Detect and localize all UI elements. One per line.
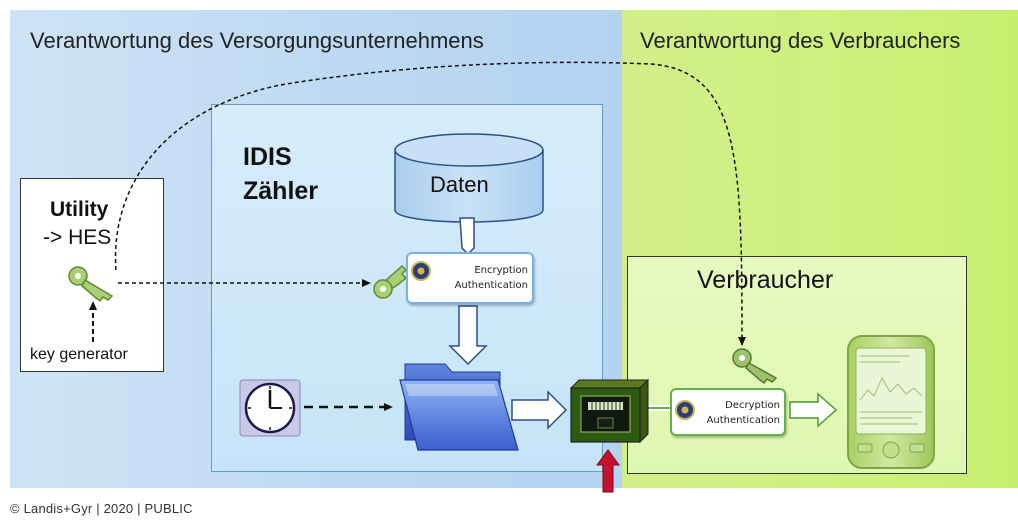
- clock-icon: [239, 379, 301, 437]
- decryption-to-phone-arrow: [789, 392, 838, 428]
- utility-responsibility-title: Verantwortung des Versorgungsunternehmen…: [30, 28, 484, 53]
- database-icon: [394, 133, 544, 223]
- key-generator-label: key generator: [30, 346, 128, 363]
- copyright-footer: © Landis+Gyr | 2020 | PUBLIC: [10, 501, 193, 516]
- consumer-title: Verbraucher: [697, 266, 834, 294]
- data-flow-arrow-1: [459, 217, 475, 256]
- folder-icon: [399, 363, 519, 451]
- consumer-responsibility-title: Verantwortung des Verbrauchers: [640, 28, 961, 53]
- encryption-card-text: Encryption Authentication: [454, 265, 528, 291]
- idis-meter-title: IDIS Zähler: [243, 143, 319, 205]
- key-icon: [68, 266, 114, 303]
- storage-label: Daten: [430, 172, 489, 197]
- data-flow-arrow-2: [448, 305, 488, 366]
- utility-title: Utility: [50, 198, 109, 221]
- alert-arrow: [596, 449, 620, 493]
- network-port-icon: [569, 378, 650, 444]
- utility-subtitle: -> HES: [43, 226, 112, 249]
- key-distribution-path: [114, 61, 746, 346]
- meter-key-icon: [373, 264, 408, 299]
- folder-to-port-arrow: [511, 390, 568, 430]
- consumer-key-icon: [732, 348, 778, 385]
- decryption-card-text: Decryption Authentication: [706, 400, 780, 426]
- smartphone-icon: [847, 335, 935, 469]
